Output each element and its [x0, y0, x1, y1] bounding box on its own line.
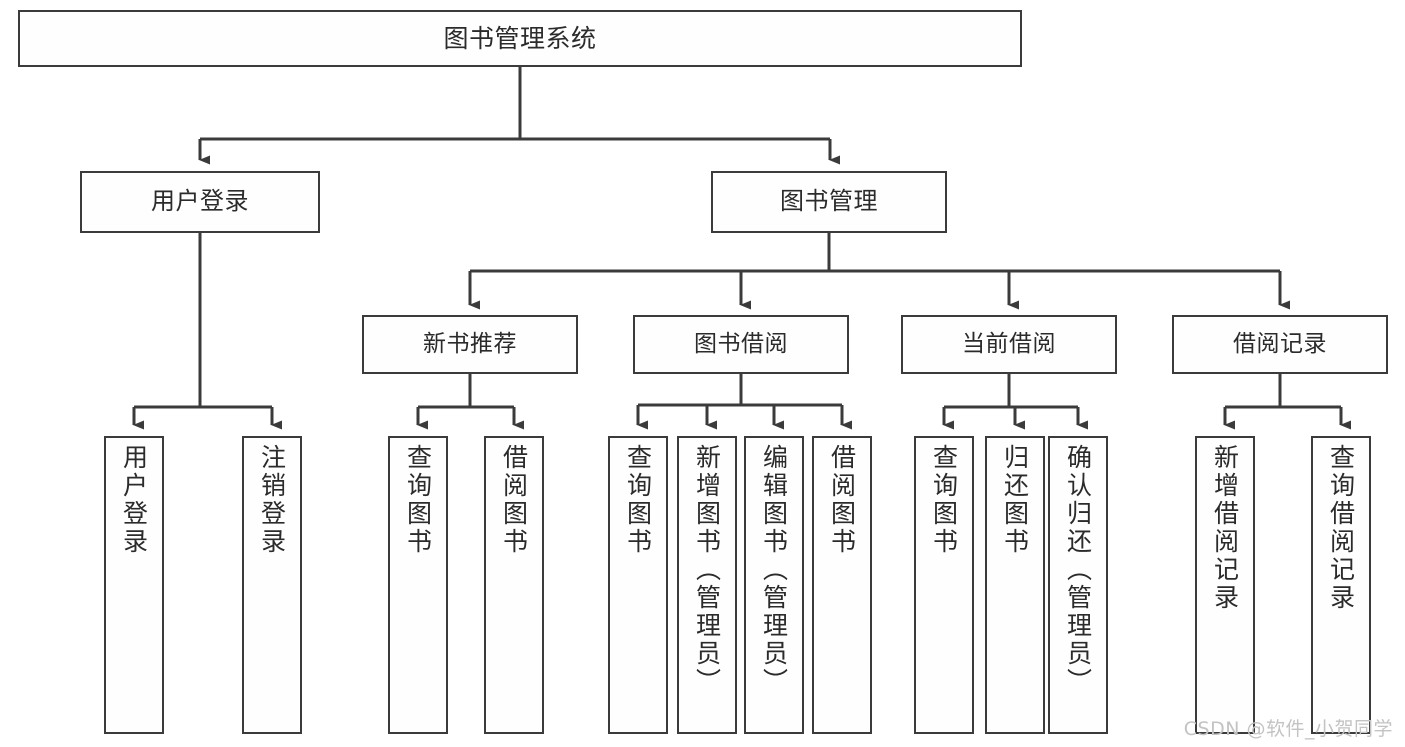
watermark: CSDN @软件_小贺同学	[1183, 718, 1393, 740]
node-book-manage[interactable]: 图书管理	[711, 171, 947, 233]
node-user-login[interactable]: 用户登录	[80, 171, 320, 233]
node-leaf-add-book[interactable]: 新增图书（管理员）	[677, 436, 737, 734]
node-leaf-user-login-label: 用户登录	[119, 444, 149, 556]
node-current-borrow[interactable]: 当前借阅	[901, 315, 1117, 374]
node-leaf-query-book-2[interactable]: 查询图书	[608, 436, 668, 734]
node-leaf-query-book-3[interactable]: 查询图书	[914, 436, 974, 734]
node-leaf-query-book-1[interactable]: 查询图书	[388, 436, 448, 734]
node-leaf-query-book-1-label: 查询图书	[403, 444, 433, 556]
node-leaf-edit-book-label: 编辑图书（管理员）	[759, 444, 789, 696]
node-leaf-logout[interactable]: 注销登录	[242, 436, 302, 734]
node-leaf-return-book[interactable]: 归还图书	[985, 436, 1045, 734]
node-new-book-recommend[interactable]: 新书推荐	[362, 315, 578, 374]
node-borrow-record[interactable]: 借阅记录	[1172, 315, 1388, 374]
node-leaf-add-record[interactable]: 新增借阅记录	[1195, 436, 1255, 734]
node-book-borrow-label: 图书借阅	[694, 331, 788, 358]
node-leaf-borrow-book-1[interactable]: 借阅图书	[484, 436, 544, 734]
node-leaf-confirm-return-label: 确认归还（管理员）	[1063, 444, 1093, 696]
node-book-borrow[interactable]: 图书借阅	[633, 315, 849, 374]
node-leaf-logout-label: 注销登录	[257, 444, 287, 556]
node-leaf-add-record-label: 新增借阅记录	[1210, 444, 1240, 612]
node-root-label: 图书管理系统	[443, 24, 597, 53]
node-leaf-query-book-3-label: 查询图书	[929, 444, 959, 556]
node-book-manage-label: 图书管理	[780, 187, 878, 216]
node-leaf-return-book-label: 归还图书	[1000, 444, 1030, 556]
node-root[interactable]: 图书管理系统	[18, 10, 1022, 67]
node-leaf-query-book-2-label: 查询图书	[623, 444, 653, 556]
node-leaf-user-login[interactable]: 用户登录	[104, 436, 164, 734]
node-leaf-confirm-return[interactable]: 确认归还（管理员）	[1048, 436, 1108, 734]
node-leaf-borrow-book-2[interactable]: 借阅图书	[812, 436, 872, 734]
node-current-borrow-label: 当前借阅	[962, 331, 1056, 358]
node-leaf-add-book-label: 新增图书（管理员）	[692, 444, 722, 696]
node-leaf-borrow-book-1-label: 借阅图书	[499, 444, 529, 556]
node-leaf-query-record-label: 查询借阅记录	[1326, 444, 1356, 612]
node-leaf-borrow-book-2-label: 借阅图书	[827, 444, 857, 556]
node-borrow-record-label: 借阅记录	[1233, 331, 1327, 358]
node-leaf-edit-book[interactable]: 编辑图书（管理员）	[744, 436, 804, 734]
node-new-book-recommend-label: 新书推荐	[423, 331, 517, 358]
node-user-login-label: 用户登录	[151, 187, 249, 216]
node-leaf-query-record[interactable]: 查询借阅记录	[1311, 436, 1371, 734]
